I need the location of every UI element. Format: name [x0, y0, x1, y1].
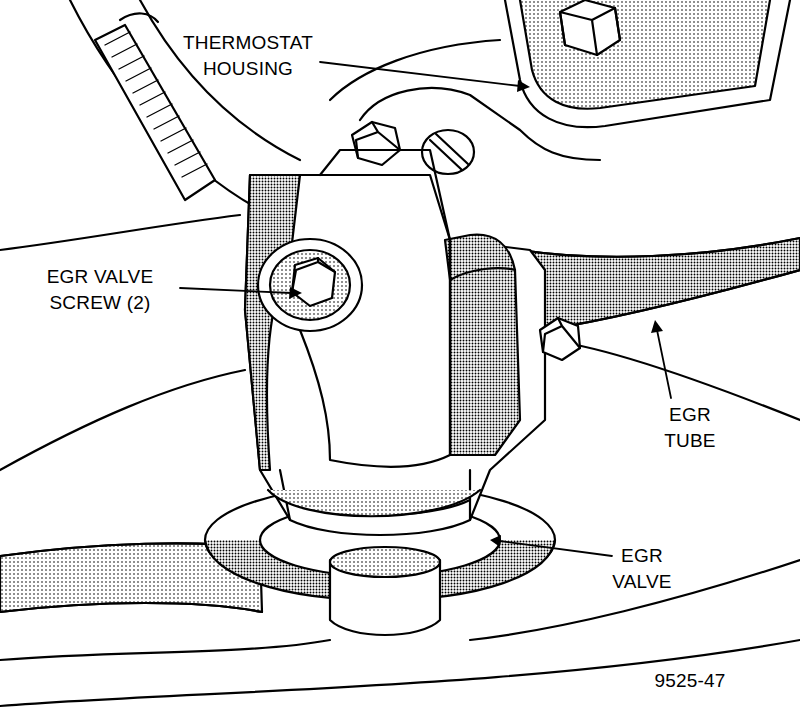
egr-valve	[270, 250, 350, 320]
thermostat-housing	[560, 8, 620, 55]
bolt	[352, 122, 400, 165]
thermostat-housing	[505, 0, 790, 127]
part-label: THERMOSTAT HOUSING	[173, 30, 323, 82]
flange	[205, 485, 555, 635]
engine-contour	[0, 40, 800, 706]
egr-tube	[545, 270, 800, 330]
hose-clamp	[105, 32, 207, 177]
egr-valve	[245, 175, 545, 535]
part-label: EGR VALVE SCREW (2)	[25, 264, 175, 316]
egr-valve	[258, 239, 362, 331]
leader-line	[180, 288, 292, 293]
egr-valve	[245, 150, 580, 535]
egr-valve	[320, 150, 450, 240]
egr-tube	[520, 238, 800, 330]
bolt	[430, 134, 468, 170]
thermostat-housing	[520, 0, 770, 109]
arrowhead	[651, 320, 663, 333]
arrowhead	[289, 287, 302, 299]
leader-line	[657, 330, 671, 398]
part-label: EGR VALVE	[597, 543, 687, 595]
egr-valve	[268, 490, 480, 516]
bolt	[356, 122, 400, 158]
arrowhead	[490, 535, 501, 547]
egr-tube	[520, 238, 800, 330]
bolt	[352, 122, 474, 174]
thermostat-housing	[560, 0, 620, 55]
engine-contour	[0, 640, 330, 660]
thermostat-housing	[360, 0, 790, 160]
leader-line	[320, 62, 520, 86]
egr-valve	[450, 240, 515, 455]
egr-valve	[543, 318, 580, 352]
egr-valve	[300, 330, 450, 467]
leader-line	[180, 62, 671, 556]
egr-valve	[445, 235, 520, 455]
hose-clamp	[120, 13, 158, 22]
egr-tube	[520, 238, 800, 257]
engine-contour	[330, 40, 500, 100]
arrowhead	[517, 80, 530, 92]
engine-contour	[0, 370, 245, 470]
pipe	[0, 603, 262, 612]
egr-valve	[540, 318, 580, 360]
egr-valve	[292, 258, 335, 292]
egr-valve	[292, 258, 335, 306]
engine-contour	[0, 215, 240, 250]
arrowhead	[289, 80, 663, 547]
leader-line	[500, 541, 612, 556]
flange	[330, 547, 440, 577]
part-label: EGR TUBE	[655, 402, 725, 454]
engine-contour	[0, 640, 800, 706]
figure-number: 9525-47	[640, 668, 740, 694]
